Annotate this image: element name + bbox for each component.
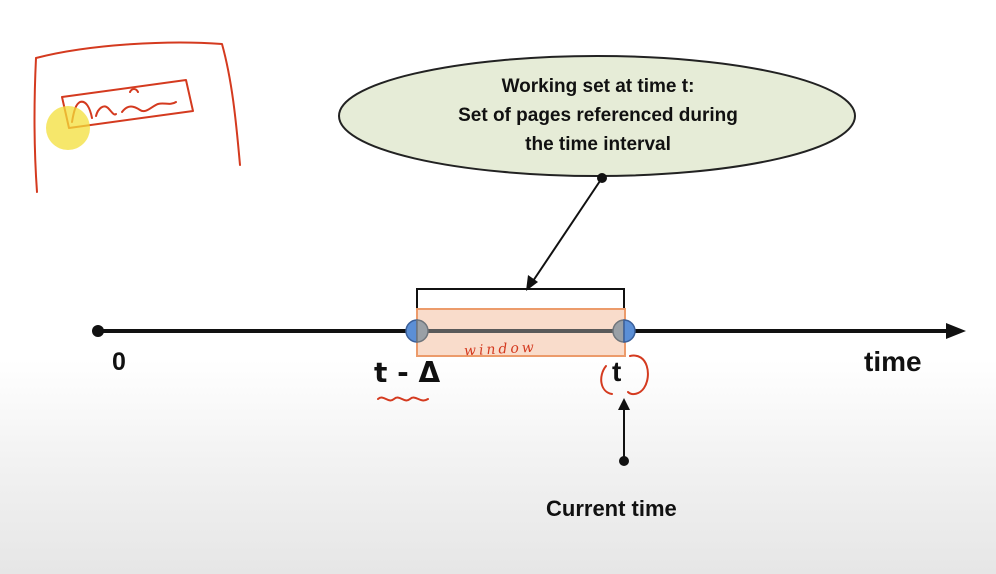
timeline-arrowhead xyxy=(946,323,966,339)
window-scribble: window xyxy=(464,340,538,360)
cursor-highlight xyxy=(46,106,90,150)
current-time-dot xyxy=(619,456,629,466)
origin-label: 0 xyxy=(112,348,126,376)
current-time-arrowhead xyxy=(618,398,630,410)
t-circle-scribble xyxy=(600,354,649,396)
callout-line-2: Set of pages referenced during xyxy=(458,105,738,126)
handwritten-sketch xyxy=(33,41,241,193)
axis-label: time xyxy=(864,346,922,377)
sketch-squiggle xyxy=(71,88,177,123)
callout-text: Working set at time t: Set of pages refe… xyxy=(398,72,798,159)
callout-arrowhead xyxy=(526,275,538,291)
window-end-label: t xyxy=(612,356,622,387)
underline-scribble xyxy=(377,396,429,402)
callout-bubble xyxy=(338,55,856,177)
window-start-endpoint xyxy=(405,319,429,343)
window-bracket xyxy=(416,288,625,308)
callout-line-1: Working set at time t: xyxy=(501,76,695,97)
origin-dot xyxy=(92,325,104,337)
current-time-label: Current time xyxy=(546,496,677,521)
window-start-label: t - Δ xyxy=(374,356,441,389)
window-end-endpoint xyxy=(612,319,636,343)
callout-connector-line xyxy=(530,177,603,285)
callout-line-3: the time interval xyxy=(525,134,671,155)
sketch-outer-frame xyxy=(33,41,241,193)
